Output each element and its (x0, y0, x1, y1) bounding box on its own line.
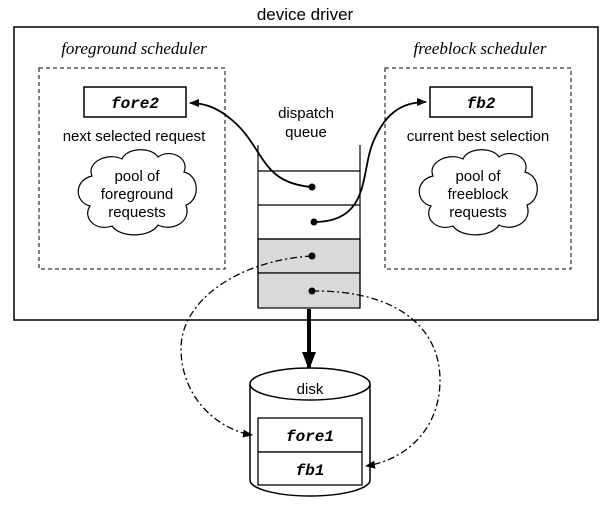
foreground-scheduler-heading: foreground scheduler (61, 39, 207, 58)
fb1-label: fb1 (296, 462, 325, 480)
foreground-scheduler-box (38, 67, 226, 270)
freeblock-pool-line-1: pool of (455, 168, 501, 185)
device-driver-box (13, 26, 599, 321)
disk-label: disk (297, 381, 324, 398)
fore1-label: fore1 (286, 428, 334, 446)
foreground-pool-line-3: requests (108, 204, 166, 221)
fb2-pointer-arrow (313, 98, 427, 223)
fb2-box (429, 86, 533, 118)
fb1-pointer-arrow (311, 290, 441, 469)
freeblock-pool-line-3: requests (449, 204, 507, 221)
freeblock-pool-cloud (418, 149, 538, 236)
foreground-pool-cloud (77, 149, 197, 236)
dispatch-queue-label-line-1: dispatch (278, 105, 334, 122)
fore2-label: fore2 (111, 95, 159, 113)
fb2-label: fb2 (467, 95, 496, 113)
dispatch-queue-label-line-2: queue (285, 124, 327, 141)
fore1-pointer-arrow (180, 255, 313, 438)
fb1-box (257, 451, 363, 486)
device-driver-title: device driver (257, 5, 354, 24)
current-best-selection-caption: current best selection (407, 128, 550, 145)
fore2-pointer-arrow (189, 99, 313, 188)
freeblock-scheduler-heading: freeblock scheduler (414, 39, 547, 58)
freeblock-pool-line-2: freeblock (448, 186, 509, 203)
foreground-pool-line-2: foreground (101, 186, 174, 203)
dispatch-queue: dispatch queue (257, 105, 361, 309)
next-selected-request-caption: next selected request (63, 128, 206, 145)
foreground-scheduler: foreground scheduler fore2 next selected… (38, 39, 226, 270)
foreground-pool-line-1: pool of (114, 168, 160, 185)
disk: disk fore1 fb1 (249, 367, 371, 497)
freeblock-scheduler-box (384, 67, 572, 270)
freeblock-scheduler: freeblock scheduler fb2 current best sel… (384, 39, 572, 270)
disk-cylinder-top (249, 367, 371, 401)
fore2-box (83, 86, 187, 118)
